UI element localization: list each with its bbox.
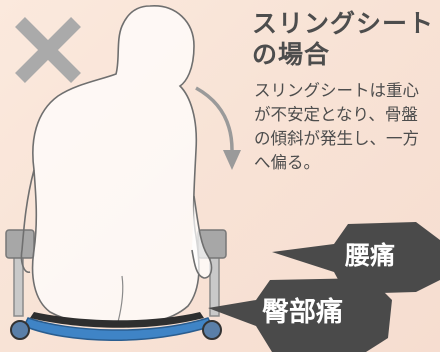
label-bubble-lower-back (272, 222, 440, 294)
cross-mark-icon (15, 17, 81, 83)
curved-arrow-down-icon (195, 86, 241, 170)
buttock-pain-label: 臀部痛 (262, 297, 343, 328)
heading-line-1: スリングシート (252, 9, 435, 38)
description-line: の傾斜が発生し、一方 (254, 129, 419, 148)
lower-back-pain-label: 腰痛 (345, 241, 396, 270)
description-line: スリングシートは重心 (254, 81, 419, 100)
heading-line-2: の場合 (252, 40, 331, 69)
label-bubble-buttock (208, 278, 392, 352)
heading: スリングシート の場合 (252, 8, 436, 70)
seated-person-silhouette (20, 5, 213, 326)
sling-seat (10, 312, 222, 341)
description-line: へ偏る。 (254, 153, 320, 172)
description: スリングシートは重心 が不安定となり、骨盤 の傾斜が発生し、一方 へ偏る。 (254, 79, 438, 175)
armrest-left (5, 229, 35, 317)
description-line: が不安定となり、骨盤 (254, 105, 418, 124)
